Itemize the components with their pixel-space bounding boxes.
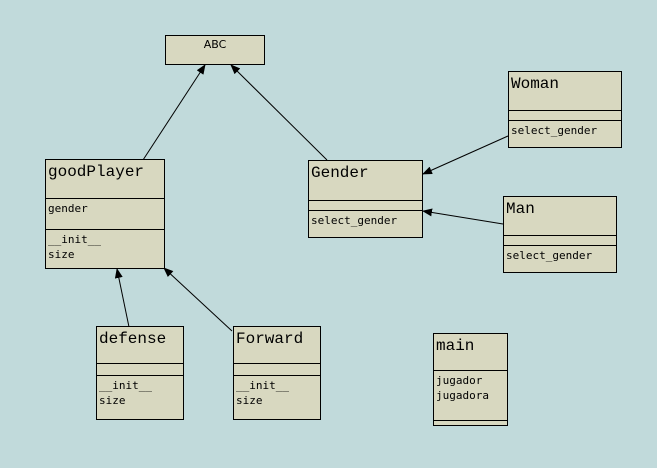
class-man-methods: select_gender: [504, 246, 616, 265]
class-gender-methods: select_gender: [309, 211, 422, 230]
relation-defense-to-goodplayer: [114, 268, 130, 328]
relation-goodplayer-to-abc: [142, 64, 206, 161]
method-size: size: [48, 248, 75, 261]
relation-woman-to-gender: [422, 135, 509, 175]
relation-forward-to-goodplayer: [163, 267, 233, 332]
method-select-gender: select_gender: [506, 249, 593, 262]
class-main-name: main: [434, 334, 507, 371]
relation-man-to-gender: [422, 208, 504, 225]
method-select-gender: select_gender: [511, 124, 598, 137]
class-goodplayer-name: goodPlayer: [46, 160, 164, 199]
class-man-attributes: [504, 236, 616, 246]
class-forward-name: Forward: [234, 327, 320, 364]
method-size: size: [236, 394, 263, 407]
class-defense-name: defense: [97, 327, 183, 364]
class-abc[interactable]: ABC: [165, 35, 265, 65]
attribute-jugador: jugador: [436, 374, 483, 387]
class-defense-attributes: [97, 364, 183, 376]
class-woman-attributes: [509, 111, 621, 121]
class-woman[interactable]: Woman select_gender: [508, 71, 622, 148]
method-init: __init__: [236, 379, 289, 392]
class-main[interactable]: main jugador jugadora: [433, 333, 508, 426]
class-abc-name: ABC: [203, 38, 227, 51]
attribute-gender: gender: [48, 202, 88, 215]
class-man[interactable]: Man select_gender: [503, 196, 617, 273]
class-goodplayer-attributes: gender: [46, 199, 164, 230]
class-defense[interactable]: defense __init__ size: [96, 326, 184, 420]
relation-gender-to-abc: [230, 64, 328, 161]
class-forward-attributes: [234, 364, 320, 376]
method-select-gender: select_gender: [311, 214, 398, 227]
class-forward[interactable]: Forward __init__ size: [233, 326, 321, 420]
class-main-attributes: jugador jugadora: [434, 371, 507, 421]
method-size: size: [99, 394, 126, 407]
method-init: __init__: [48, 233, 101, 246]
method-init: __init__: [99, 379, 152, 392]
class-woman-name: Woman: [509, 72, 621, 111]
class-forward-methods: __init__ size: [234, 376, 320, 410]
class-gender-name: Gender: [309, 161, 422, 201]
attribute-jugadora: jugadora: [436, 389, 489, 402]
class-gender[interactable]: Gender select_gender: [308, 160, 423, 238]
class-man-name: Man: [504, 197, 616, 236]
class-goodplayer-methods: __init__ size: [46, 230, 164, 264]
class-woman-methods: select_gender: [509, 121, 621, 140]
class-defense-methods: __init__ size: [97, 376, 183, 410]
class-goodplayer[interactable]: goodPlayer gender __init__ size: [45, 159, 165, 269]
class-gender-attributes: [309, 201, 422, 211]
